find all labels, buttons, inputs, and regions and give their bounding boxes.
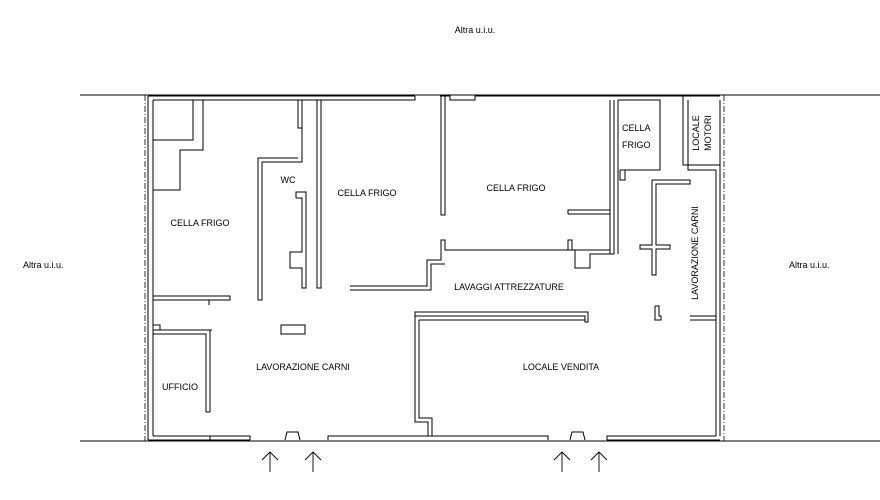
- outer-walls: [147, 95, 721, 441]
- entrance-doors: [284, 431, 586, 441]
- room-label-locale-vendita: LOCALE VENDITA: [523, 362, 599, 372]
- neighbor-label-left: Altra u.i.u.: [23, 260, 64, 270]
- entrance-arrow-icon: [261, 451, 279, 472]
- room-label-wc: WC: [281, 175, 296, 185]
- room-label-cella-frigo-center: CELLA FRIGO: [337, 188, 396, 198]
- room-label-cella-small-line2: FRIGO: [622, 140, 651, 150]
- exterior-lines: [80, 94, 880, 442]
- room-label-cella-frigo-right: CELLA FRIGO: [486, 183, 545, 193]
- property-boundaries: [144, 95, 725, 441]
- entrance-arrows: [261, 451, 608, 472]
- room-label-lavaggi-attrezzature: LAVAGGI ATTREZZATURE: [454, 282, 564, 292]
- room-label-cella-small-line1: CELLA: [622, 123, 651, 133]
- room-label-locale-motori-line2: MOTORI: [703, 115, 713, 151]
- room-label-lavorazione-carni-main: LAVORAZIONE CARNI: [256, 362, 350, 372]
- room-label-locale-motori-line1: LOCALE: [691, 115, 701, 151]
- entrance-arrow-icon: [590, 451, 608, 472]
- neighbor-label-top: Altra u.i.u.: [455, 25, 496, 35]
- room-label-lavorazione-carni-vertical: LAVORAZIONE CARNI: [690, 206, 700, 300]
- room-label-cella-frigo-left: CELLA FRIGO: [170, 218, 229, 228]
- room-label-ufficio: UFFICIO: [162, 382, 198, 392]
- entrance-arrow-icon: [553, 451, 571, 472]
- interior-walls: [153, 96, 720, 436]
- entrance-arrow-icon: [304, 451, 322, 472]
- neighbor-label-right: Altra u.i.u.: [789, 260, 830, 270]
